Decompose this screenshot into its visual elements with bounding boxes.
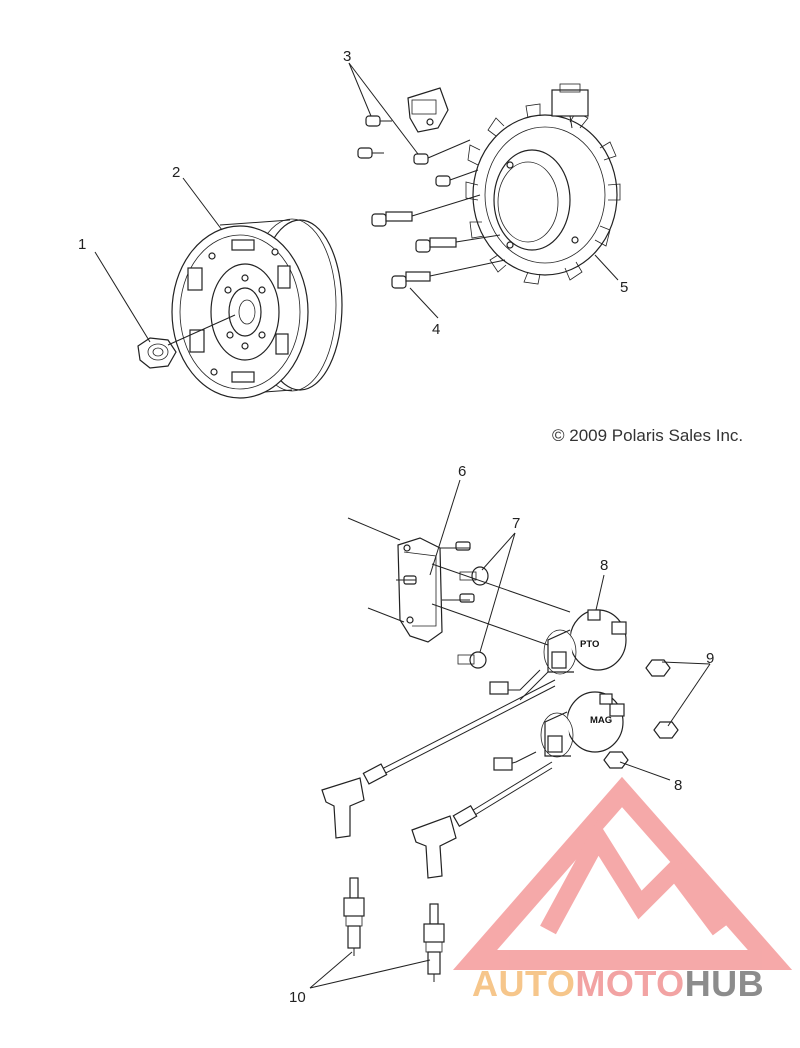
spark-plug-1 xyxy=(343,877,365,956)
watermark-auto: AUTO xyxy=(472,963,576,1004)
watermark-moto: MOTO xyxy=(575,963,685,1004)
pickup-sensor xyxy=(407,87,449,133)
coil-nut-pto xyxy=(645,659,671,677)
ignition-coil-pto xyxy=(489,609,627,701)
copyright-notice: © 2009 Polaris Sales Inc. xyxy=(552,426,744,445)
callout-8-pto: 8 xyxy=(600,557,608,574)
screw-small-1 xyxy=(365,115,392,127)
watermark-wordmark: AUTOMOTOHUB xyxy=(472,963,764,1005)
callout-2: 2 xyxy=(172,164,180,181)
stator xyxy=(465,103,621,285)
callout-3: 3 xyxy=(343,48,351,65)
coil-bracket xyxy=(396,537,475,643)
watermark-logo xyxy=(452,776,793,970)
leader-lines-top xyxy=(94,62,619,346)
callout-10: 10 xyxy=(289,989,306,1006)
spark-plug-wire-2 xyxy=(411,761,553,879)
coil-bolt-1 xyxy=(459,566,489,586)
coil-label-mag: MAG xyxy=(590,715,612,726)
coil-label-pto: PTO xyxy=(580,639,599,650)
screw-small-4 xyxy=(435,169,479,187)
leader-lines-bottom xyxy=(309,479,711,989)
coil-nut-mag xyxy=(603,721,679,769)
callout-5: 5 xyxy=(620,279,628,296)
watermark-hub: HUB xyxy=(684,963,765,1004)
screw-long-1 xyxy=(371,194,481,227)
callout-9: 9 xyxy=(706,650,714,667)
callout-6: 6 xyxy=(458,463,466,480)
stator-connector xyxy=(551,83,589,129)
flywheel-nut xyxy=(137,337,177,369)
flywheel xyxy=(171,218,343,399)
screw-small-2 xyxy=(357,147,384,159)
screw-long-3 xyxy=(391,259,506,289)
spark-plug-wire-1 xyxy=(321,679,556,839)
ignition-coil-mag xyxy=(493,691,625,771)
callout-7: 7 xyxy=(512,515,520,532)
coil-bolt-2 xyxy=(457,651,487,669)
callout-4: 4 xyxy=(432,321,440,338)
callout-8-mag: 8 xyxy=(674,777,682,794)
callout-1: 1 xyxy=(78,236,86,253)
screw-long-2 xyxy=(415,234,501,253)
spark-plug-2 xyxy=(423,903,445,982)
screw-small-3 xyxy=(413,139,471,165)
